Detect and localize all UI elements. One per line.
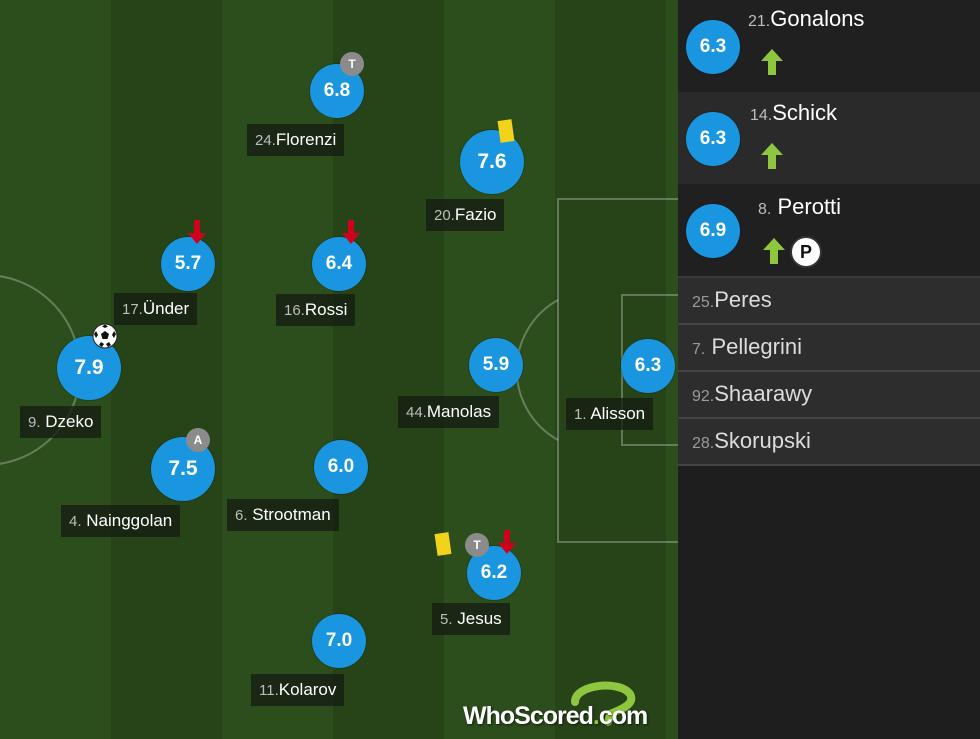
rating-bubble[interactable]: 5.7 [161,237,215,291]
rating-bubble[interactable]: 6.9 [686,204,740,258]
bench-row-peres[interactable]: 25.Peres [678,278,980,325]
penalty-icon: P [790,236,822,268]
player-label[interactable]: 20.Fazio [426,199,505,231]
rating-bubble[interactable]: 6.3 [686,112,740,166]
sub-player-label[interactable]: 21.Gonalons [748,6,865,31]
yellow-card-icon [497,119,515,143]
rating-bubble[interactable]: 7.0 [312,614,366,668]
tackle-icon: T [465,533,489,557]
substitutes-panel: 6.3 21.Gonalons 6.3 14.Schick 6.9 8. Per… [678,0,980,739]
player-label[interactable]: 1. Alisson [566,398,654,430]
sub-row-schick[interactable]: 6.3 14.Schick [678,92,980,186]
bench-row-shaarawy[interactable]: 92.Shaarawy [678,372,980,419]
rating-bubble[interactable]: 6.3 [621,339,675,393]
bench-row-pellegrini[interactable]: 7. Pellegrini [678,325,980,372]
player-label[interactable]: 24.Florenzi [247,124,345,156]
sub-row-perotti[interactable]: 6.9 8. Perotti P [678,184,980,278]
substitution-off-icon [498,530,516,554]
rating-bubble[interactable]: 6.3 [686,20,740,74]
player-label[interactable]: 44.Manolas [398,396,500,428]
player-label[interactable]: 17.Ünder [114,293,198,325]
pitch: 6.8 T 24.Florenzi 7.6 20.Fazio 5.7 17.Ün… [0,0,678,739]
bench-player-label[interactable]: 28.Skorupski [692,428,811,453]
sub-player-label[interactable]: 8. Perotti [758,194,842,219]
rating-bubble[interactable]: 6.4 [312,237,366,291]
sub-player-label[interactable]: 14.Schick [750,100,838,125]
rating-bubble[interactable]: 6.2 [467,546,521,600]
substitution-off-icon [342,220,360,244]
bench-player-label[interactable]: 25.Peres [692,287,772,312]
captain-icon: A [186,428,210,452]
substitution-on-icon [763,238,785,264]
whoscored-logo[interactable]: WhoScored.com [463,702,648,730]
substitution-off-icon [188,220,206,244]
player-label[interactable]: 6. Strootman [227,499,339,531]
bench-player-label[interactable]: 7. Pellegrini [692,334,802,359]
substitution-on-icon [761,49,783,75]
rating-bubble[interactable]: 5.9 [469,338,523,392]
player-label[interactable]: 5. Jesus [432,603,510,635]
bench-player-label[interactable]: 92.Shaarawy [692,381,813,406]
whoscored-logo-mark [571,681,636,726]
rating-bubble[interactable]: 7.6 [460,130,524,194]
rating-bubble[interactable]: 6.0 [314,440,368,494]
yellow-card-icon [434,532,452,556]
bench-row-skorupski[interactable]: 28.Skorupski [678,419,980,466]
goal-ball-icon [92,323,118,349]
player-label[interactable]: 16.Rossi [276,294,356,326]
player-label[interactable]: 9. Dzeko [20,406,102,438]
sub-row-gonalons[interactable]: 6.3 21.Gonalons [678,0,980,94]
player-label[interactable]: 4. Nainggolan [61,505,181,537]
tackle-icon: T [340,52,364,76]
player-label[interactable]: 11.Kolarov [251,674,345,706]
substitution-on-icon [761,143,783,169]
